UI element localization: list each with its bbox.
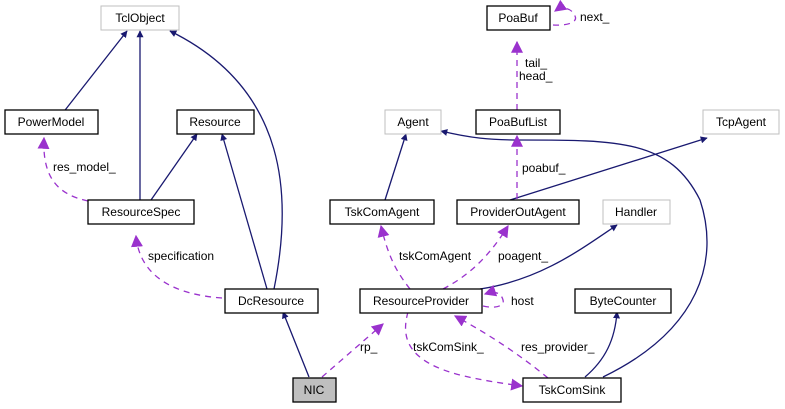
edge-powermodel-tclobject bbox=[61, 30, 128, 115]
edge-tskcomsink-bytecounter bbox=[584, 311, 621, 378]
edge-label-head: head_ bbox=[519, 69, 553, 83]
node-label: Handler bbox=[615, 205, 657, 219]
edge-resourceprovider-provideroutagent bbox=[442, 224, 509, 290]
node-label: TskComSink bbox=[539, 383, 607, 397]
edge-label-specification: specification bbox=[148, 249, 214, 263]
node-resourcespec[interactable]: ResourceSpec bbox=[87, 199, 195, 225]
node-poabuflist[interactable]: PoaBufList bbox=[475, 109, 561, 135]
node-handler[interactable]: Handler bbox=[602, 199, 671, 225]
node-provideroutagent[interactable]: ProviderOutAgent bbox=[456, 199, 580, 225]
node-label: ResourceSpec bbox=[102, 205, 181, 219]
node-dcresource[interactable]: DcResource bbox=[224, 288, 319, 314]
edge-labels: res_model_ specification rp_ next_ tail_… bbox=[53, 10, 610, 354]
node-label: TclObject bbox=[115, 11, 165, 25]
edge-nic-dcresource bbox=[282, 311, 310, 378]
node-resource[interactable]: Resource bbox=[176, 109, 255, 135]
edge-label-poagent: poagent_ bbox=[498, 249, 548, 263]
edge-resourceprovider-self bbox=[482, 284, 504, 308]
edge-label-res-model: res_model_ bbox=[53, 160, 116, 174]
edge-resourceprovider-tskcomsink bbox=[404, 311, 524, 391]
edge-poabuf-self bbox=[552, 0, 577, 26]
edge-dcresource-resource bbox=[220, 133, 268, 290]
node-label: NIC bbox=[304, 383, 325, 397]
node-resourceprovider[interactable]: ResourceProvider bbox=[359, 288, 483, 314]
edge-resourceprovider-handler bbox=[479, 224, 618, 290]
edge-dcresource-tclobject bbox=[169, 30, 283, 290]
edge-label-tskcomagent: tskComAgent bbox=[399, 249, 472, 263]
node-label: DcResource bbox=[238, 294, 304, 308]
edges bbox=[37, 0, 708, 391]
edge-dcresource-resourcespec bbox=[131, 234, 223, 299]
node-poabuf[interactable]: PoaBuf bbox=[486, 5, 551, 31]
edge-label-tail: tail_ bbox=[525, 56, 547, 70]
node-label: PowerModel bbox=[18, 115, 85, 129]
edge-label-next: next_ bbox=[580, 10, 610, 24]
edge-label-host: host bbox=[511, 294, 534, 308]
node-label: TskComAgent bbox=[345, 205, 420, 219]
node-nic-focus[interactable]: NIC bbox=[292, 377, 337, 403]
edge-resourcespec-powermodel bbox=[37, 136, 89, 202]
edge-nic-resourceprovider bbox=[321, 323, 384, 378]
node-label: ByteCounter bbox=[590, 294, 657, 308]
edge-label-poabuf: poabuf_ bbox=[522, 161, 566, 175]
node-agent[interactable]: Agent bbox=[384, 109, 442, 135]
edge-tskcomsink-resourceprovider bbox=[453, 315, 549, 379]
edge-tskcomsink-agent bbox=[440, 129, 708, 378]
node-bytecounter[interactable]: ByteCounter bbox=[574, 288, 672, 314]
edge-label-tskcomsink: tskComSink_ bbox=[413, 340, 484, 354]
edge-tskcomagent-agent bbox=[384, 133, 408, 201]
node-label: ResourceProvider bbox=[373, 294, 469, 308]
edge-label-res-provider: res_provider_ bbox=[521, 340, 595, 354]
node-label: PoaBuf bbox=[498, 11, 538, 25]
node-powermodel[interactable]: PowerModel bbox=[4, 109, 99, 135]
node-tskcomsink[interactable]: TskComSink bbox=[522, 377, 622, 403]
node-label: PoaBufList bbox=[489, 115, 548, 129]
node-tclobject[interactable]: TclObject bbox=[100, 5, 180, 31]
node-label: Agent bbox=[397, 115, 429, 129]
node-label: ProviderOutAgent bbox=[470, 205, 566, 219]
nodes: TclObject PowerModel Resource ResourceSp… bbox=[4, 5, 780, 403]
node-tcpagent[interactable]: TcpAgent bbox=[702, 109, 780, 135]
edge-label-rp: rp_ bbox=[360, 340, 378, 354]
node-tskcomagent[interactable]: TskComAgent bbox=[329, 199, 435, 225]
node-label: TcpAgent bbox=[716, 115, 767, 129]
node-label: Resource bbox=[189, 115, 241, 129]
edge-resourcespec-resource bbox=[150, 133, 198, 201]
edge-provideroutagent-tcpagent bbox=[509, 136, 708, 201]
